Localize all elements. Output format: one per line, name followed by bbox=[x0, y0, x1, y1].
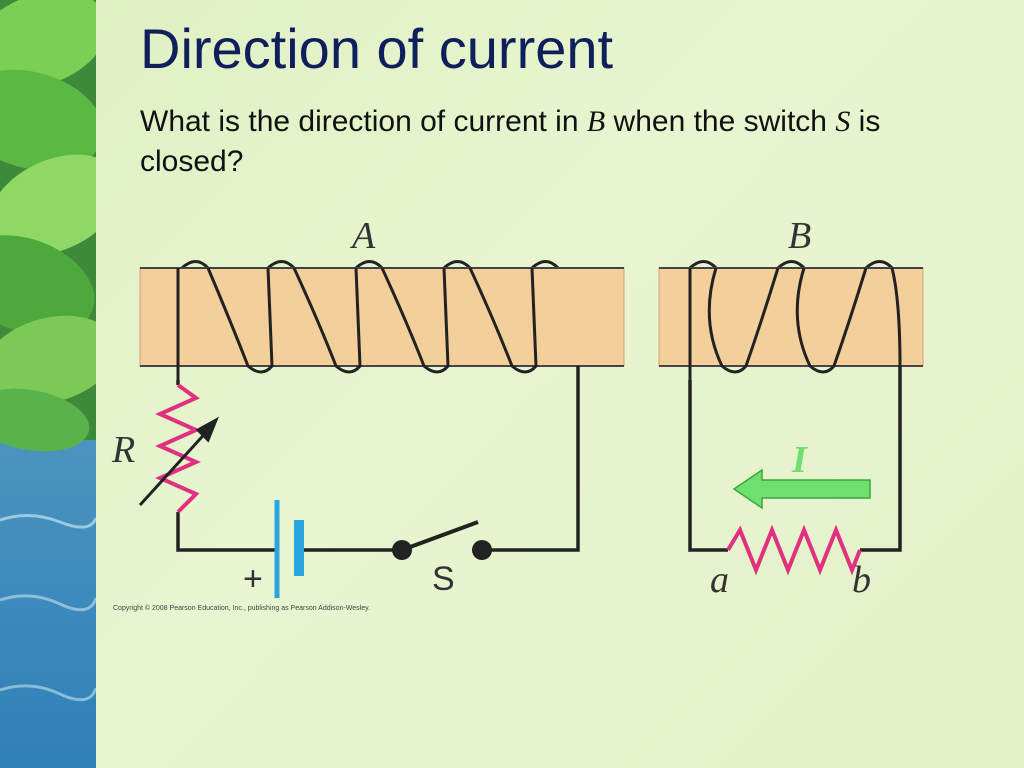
label-coil-a: A bbox=[349, 215, 376, 257]
label-current-i: I bbox=[791, 439, 808, 481]
question-var-b: B bbox=[586, 105, 606, 138]
coil-b-front bbox=[688, 267, 902, 380]
label-switch-s: S bbox=[432, 560, 455, 598]
slide-title: Direction of current bbox=[140, 17, 614, 80]
switch-lever bbox=[401, 520, 479, 552]
label-terminal-b: b bbox=[852, 559, 871, 601]
variable-resistor-arrow bbox=[138, 416, 219, 507]
question-part-2: when the switch bbox=[605, 105, 836, 138]
coil-b-back bbox=[688, 260, 894, 270]
resistor-r bbox=[155, 383, 201, 514]
circuit-a-wires bbox=[176, 366, 580, 552]
coil-a-front bbox=[176, 267, 538, 380]
question-part-1: What is the direction of current in bbox=[140, 105, 587, 138]
label-battery-plus: + bbox=[243, 560, 263, 598]
switch-terminal-right bbox=[472, 540, 492, 560]
question-text: What is the direction of current in B wh… bbox=[140, 102, 980, 182]
question-var-s: S bbox=[835, 105, 851, 138]
label-terminal-a: a bbox=[710, 559, 729, 601]
rod-b bbox=[658, 267, 924, 367]
label-coil-b: B bbox=[788, 215, 811, 257]
circuit-b-wires bbox=[688, 366, 902, 552]
battery-short-plate bbox=[294, 520, 304, 576]
current-arrow-icon bbox=[732, 468, 871, 510]
resistor-ab bbox=[726, 524, 862, 576]
question-part-3: is closed? bbox=[140, 105, 881, 178]
label-resistor-r: R bbox=[111, 429, 135, 471]
leaf-water-decoration bbox=[0, 0, 96, 768]
copyright-text: Copyright © 2008 Pearson Education, Inc.… bbox=[113, 604, 370, 612]
